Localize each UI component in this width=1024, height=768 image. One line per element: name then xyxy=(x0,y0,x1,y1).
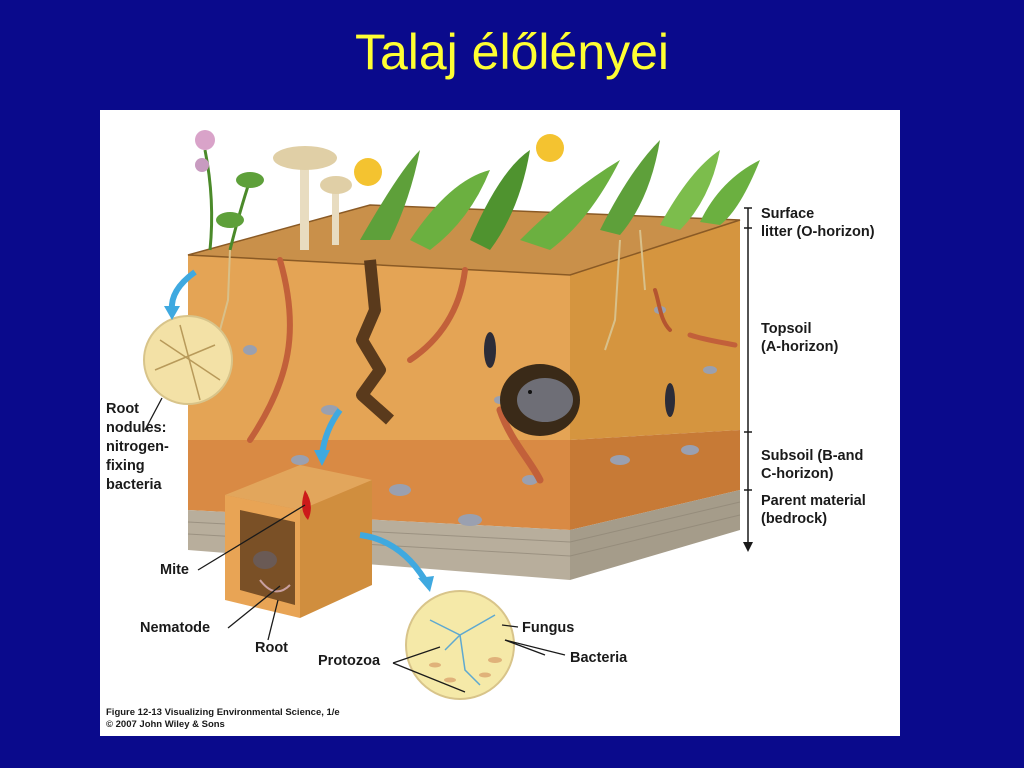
microbes-callout xyxy=(405,590,515,700)
mole xyxy=(517,378,573,422)
caption-line1: Figure 12-13 Visualizing Environmental S… xyxy=(106,707,340,718)
burrow xyxy=(356,259,394,425)
earthworm xyxy=(653,288,672,332)
label-root-nodules-5: bacteria xyxy=(106,477,162,493)
soil-block-side-subsoil xyxy=(570,430,740,530)
surface-plants xyxy=(195,130,760,251)
label-subsoil-line1: Subsoil (B-and xyxy=(761,448,864,464)
soil-mite xyxy=(253,551,277,569)
soil-diagram-figure: Surface litter (O-horizon) Topsoil (A-ho… xyxy=(100,110,900,736)
caption-line2: © 2007 John Wiley & Sons xyxy=(106,719,225,730)
label-bacteria: Bacteria xyxy=(570,650,628,666)
label-root-nodules-1: Root xyxy=(106,401,140,417)
label-protozoa: Protozoa xyxy=(318,653,381,669)
label-mite: Mite xyxy=(160,562,189,578)
earthworm xyxy=(407,267,468,363)
earthworm xyxy=(496,406,544,484)
figure-caption: Figure 12-13 Visualizing Environmental S… xyxy=(106,707,340,731)
beetle-larva xyxy=(484,332,496,368)
soil-illustration xyxy=(143,130,760,700)
fungus-hyphae xyxy=(429,614,496,686)
label-topsoil-line2: (A-horizon) xyxy=(761,339,839,355)
slide-title: Talaj élőlényei xyxy=(354,24,670,80)
label-root-nodules-2: nodules: xyxy=(106,420,167,436)
label-surface-line1: Surface xyxy=(761,206,815,222)
label-topsoil-line1: Topsoil xyxy=(761,321,812,337)
label-root-nodules-3: nitrogen- xyxy=(106,439,169,455)
nematode xyxy=(259,579,291,593)
plant-roots xyxy=(219,229,646,351)
label-parent-line2: (bedrock) xyxy=(761,511,828,527)
millipede xyxy=(665,383,675,417)
label-fungus: Fungus xyxy=(522,620,575,636)
soil-block-top-litter xyxy=(188,205,740,275)
soil-block-side-topsoil xyxy=(570,220,740,440)
label-subsoil-line2: C-horizon) xyxy=(761,466,834,482)
label-surface-line2: litter (O-horizon) xyxy=(761,224,875,240)
earthworm xyxy=(247,257,293,443)
dandelion-flower xyxy=(536,134,564,162)
label-parent-line1: Parent material xyxy=(761,493,866,509)
bacteria-cells xyxy=(429,657,502,683)
mite xyxy=(302,490,311,520)
dandelion-flower xyxy=(354,158,382,186)
soil-block-front-topsoil xyxy=(188,255,570,440)
cutaway-block-side xyxy=(300,480,372,618)
label-root: Root xyxy=(255,640,289,656)
horizon-brackets xyxy=(744,207,752,550)
root-nodules-callout xyxy=(143,315,233,405)
cutaway-block-top xyxy=(225,465,372,510)
leader-lines xyxy=(144,397,566,693)
label-root-nodules-4: fixing xyxy=(106,458,145,474)
mushroom-cap xyxy=(320,176,352,194)
label-nematode: Nematode xyxy=(140,620,211,636)
mushroom-cap xyxy=(273,146,337,170)
earthworm xyxy=(687,332,738,348)
